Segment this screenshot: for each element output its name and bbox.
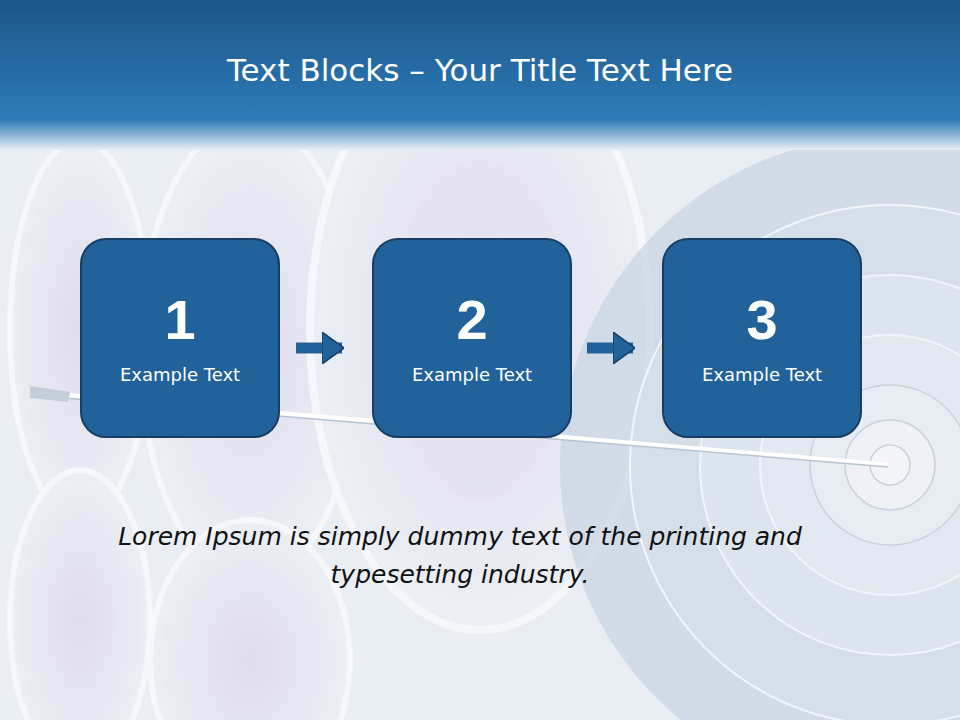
- header-band: [0, 0, 960, 150]
- step-label: Example Text: [412, 362, 532, 388]
- step-number: 1: [164, 288, 195, 352]
- step-box: 1Example Text: [80, 238, 280, 438]
- step-label: Example Text: [120, 362, 240, 388]
- step-box: 3Example Text: [662, 238, 862, 438]
- flow-arrow: [587, 343, 633, 354]
- step-box: 2Example Text: [372, 238, 572, 438]
- step-label: Example Text: [702, 362, 822, 388]
- main-target: [560, 135, 960, 720]
- step-number: 2: [456, 288, 487, 352]
- flow-arrow: [296, 343, 342, 354]
- slide-title: Text Blocks – Your Title Text Here: [0, 52, 960, 88]
- caption-text: Lorem Ipsum is simply dummy text of the …: [110, 518, 810, 594]
- step-number: 3: [746, 288, 777, 352]
